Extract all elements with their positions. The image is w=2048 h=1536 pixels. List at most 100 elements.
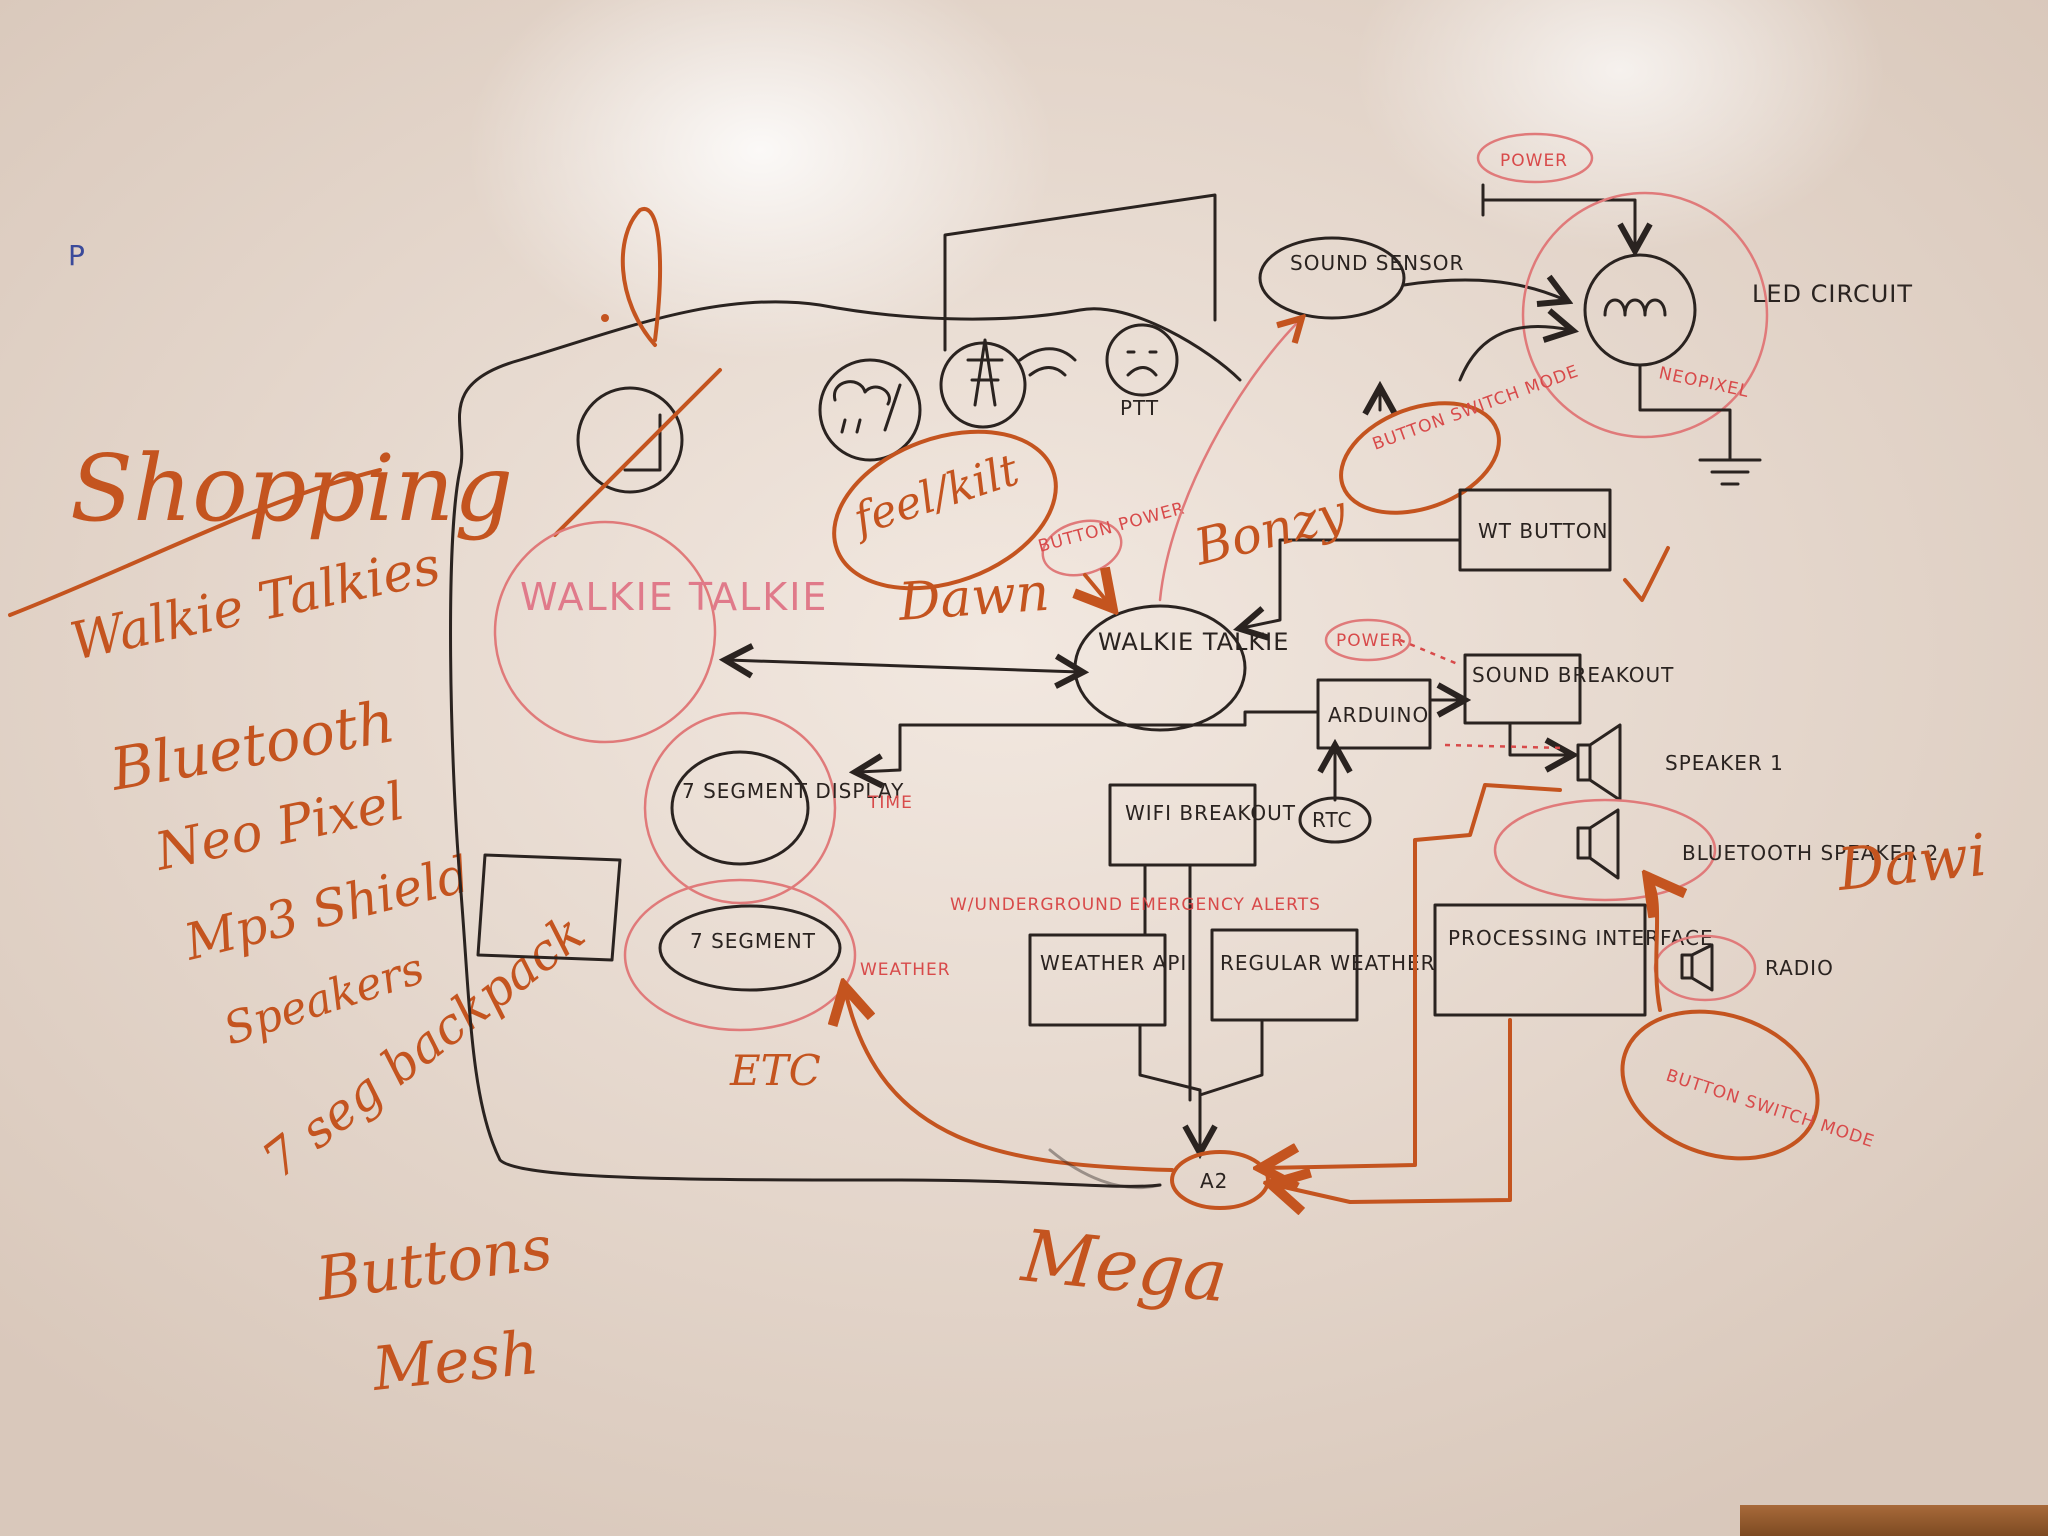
cloud-rain-icon (833, 380, 902, 434)
processing-to-a2 (1275, 1018, 1512, 1202)
rtc-label: RTC (1312, 808, 1352, 832)
shopping-item: Buttons (311, 1213, 556, 1315)
shopping-underline (8, 468, 382, 617)
time-label: TIME (867, 793, 913, 813)
led-circuit-node (1583, 253, 1697, 367)
arduino-label: ARDUINO (1328, 703, 1429, 727)
seven-segment-display-label: 7 SEGMENT DISPLAY (682, 779, 904, 803)
mega-section: A2 Mega (845, 990, 1270, 1318)
cloud-rain-icon-circle (818, 358, 922, 462)
speaker-1-label: SPEAKER 1 (1665, 751, 1784, 775)
breakout-to-speaker (1508, 721, 1570, 755)
button-switch-mode-bottom-label: BUTTON SWITCH MODE (1663, 1066, 1877, 1152)
ground-icon (1638, 363, 1762, 486)
bluetooth-speaker-halo (1493, 798, 1717, 902)
weather-section: WIFI BREAKOUT W/UNDERGROUND EMERGENCY AL… (950, 783, 1436, 1150)
seven-segment-node (658, 904, 842, 992)
walkie-talkie-ghost-node (493, 520, 717, 744)
seven-segment-label: 7 SEGMENT (690, 929, 816, 953)
button-power-label: BUTTON POWER (1036, 498, 1187, 556)
speaker-icon (1680, 943, 1714, 992)
shopping-item: Mesh (368, 1318, 542, 1405)
etc-label: ETC (729, 1046, 821, 1095)
led-circuit-label: LED CIRCUIT (1752, 280, 1913, 308)
led-circuit-halo (1521, 191, 1769, 439)
power-arduino-label: POWER (1336, 631, 1404, 651)
mega-label: Mega (1016, 1213, 1231, 1318)
sad-face-icon (1105, 323, 1179, 397)
ptt-label: PTT (1120, 396, 1159, 420)
a2-node (1170, 1150, 1270, 1210)
power-icon-strike (553, 368, 722, 537)
regular-weather-node (1210, 928, 1359, 1022)
underground-alerts-label: W/UNDERGROUND EMERGENCY ALERTS (950, 895, 1321, 915)
top-bracket (943, 193, 1217, 352)
lightbulb-icon (620, 206, 662, 347)
power-arduino-ellipse (1324, 618, 1412, 662)
walkie-talkie-label: WALKIE TALKIE (1098, 628, 1289, 656)
backpack-sketch (476, 853, 622, 962)
power-top-label: POWER (1500, 151, 1568, 171)
power-top-ellipse (1476, 132, 1594, 184)
speaker-icon (1576, 808, 1620, 880)
button-to-led (1458, 327, 1570, 382)
wifi-breakout-node (1108, 783, 1257, 867)
weather-label: WEATHER (860, 960, 951, 980)
dawn-label: Dawn (896, 563, 1052, 633)
power-icon-circle (576, 386, 684, 494)
arduino-node (1316, 678, 1432, 750)
display-section: 7 SEGMENT DISPLAY TIME 7 SEGMENT WEATHER… (476, 711, 951, 1095)
arduino-to-display (858, 723, 1247, 772)
doodle-dot (601, 314, 609, 322)
wt-button-label: WT BUTTON (1478, 519, 1609, 543)
walkie-link-arrow (728, 660, 1080, 672)
seven-segment-halo (623, 878, 857, 1032)
led-section: POWER SOUND SENSOR LED CIRCUIT NEOPIXEL … (1242, 132, 1913, 628)
wt-button-to-walkie (1242, 538, 1462, 628)
enclosure-outline (449, 300, 1242, 1188)
weather-api-label: WEATHER API (1040, 951, 1187, 975)
wifi-breakout-label: WIFI BREAKOUT (1125, 801, 1296, 825)
button-switch-mode-top-label: BUTTON SWITCH MODE (1370, 361, 1582, 454)
walkie-talkie-node (1073, 604, 1247, 732)
bonzy-label: Bonzy (1188, 483, 1353, 577)
walkie-to-sensor (1158, 320, 1300, 602)
bluetooth-speaker-2-label: BLUETOOTH SPEAKER 2 (1682, 841, 1939, 865)
neopixel-label: NEOPIXEL (1657, 363, 1751, 402)
shopping-item: 7 seg backpack (252, 903, 596, 1189)
sound-breakout-node (1463, 653, 1582, 725)
a2-to-seven-segment (845, 990, 1174, 1172)
icon-row: PTT feel/kilt (553, 206, 1179, 591)
shopping-list: Shopping Walkie Talkies Bluetooth Neo Pi… (8, 239, 596, 1405)
wooden-frame-edge (1740, 1505, 2048, 1536)
tower-signal-icon-circle (939, 341, 1027, 429)
power-line (1481, 183, 1635, 248)
wifi-icon (1018, 347, 1077, 377)
feel-kilt-ellipse (832, 429, 1058, 591)
tower-signal-icon (966, 338, 1004, 407)
weather-to-a2 (1138, 1018, 1264, 1150)
speaker-to-a2 (1265, 783, 1562, 1168)
sound-sensor-label: SOUND SENSOR (1290, 251, 1464, 275)
power-icon (623, 413, 662, 472)
weather-api-node (1028, 933, 1167, 1027)
wifi-lines (1143, 863, 1192, 1102)
walkie-talkie-ghost-label: WALKIE TALKIE (520, 575, 828, 619)
processing-interface-label: PROCESSING INTERFACE (1448, 926, 1714, 950)
button-switch-mode-bottom-ellipse (1620, 1009, 1820, 1161)
checkmark (1623, 546, 1670, 602)
processing-interface-node (1433, 903, 1647, 1017)
dawi-label: Dawi (1833, 821, 1990, 904)
radio-label: RADIO (1765, 956, 1834, 980)
regular-weather-label: REGULAR WEATHER (1220, 951, 1436, 975)
shopping-item: Walkie Talkies (65, 536, 445, 673)
rtc-node (1298, 796, 1372, 844)
a2-label: A2 (1200, 1169, 1228, 1193)
speaker-icon (1576, 723, 1622, 802)
sound-breakout-label: SOUND BREAKOUT (1472, 663, 1674, 687)
led-coil-icon (1603, 298, 1667, 317)
button-switch-mode-top-ellipse (1339, 401, 1501, 515)
shopping-title: Shopping (70, 435, 513, 542)
